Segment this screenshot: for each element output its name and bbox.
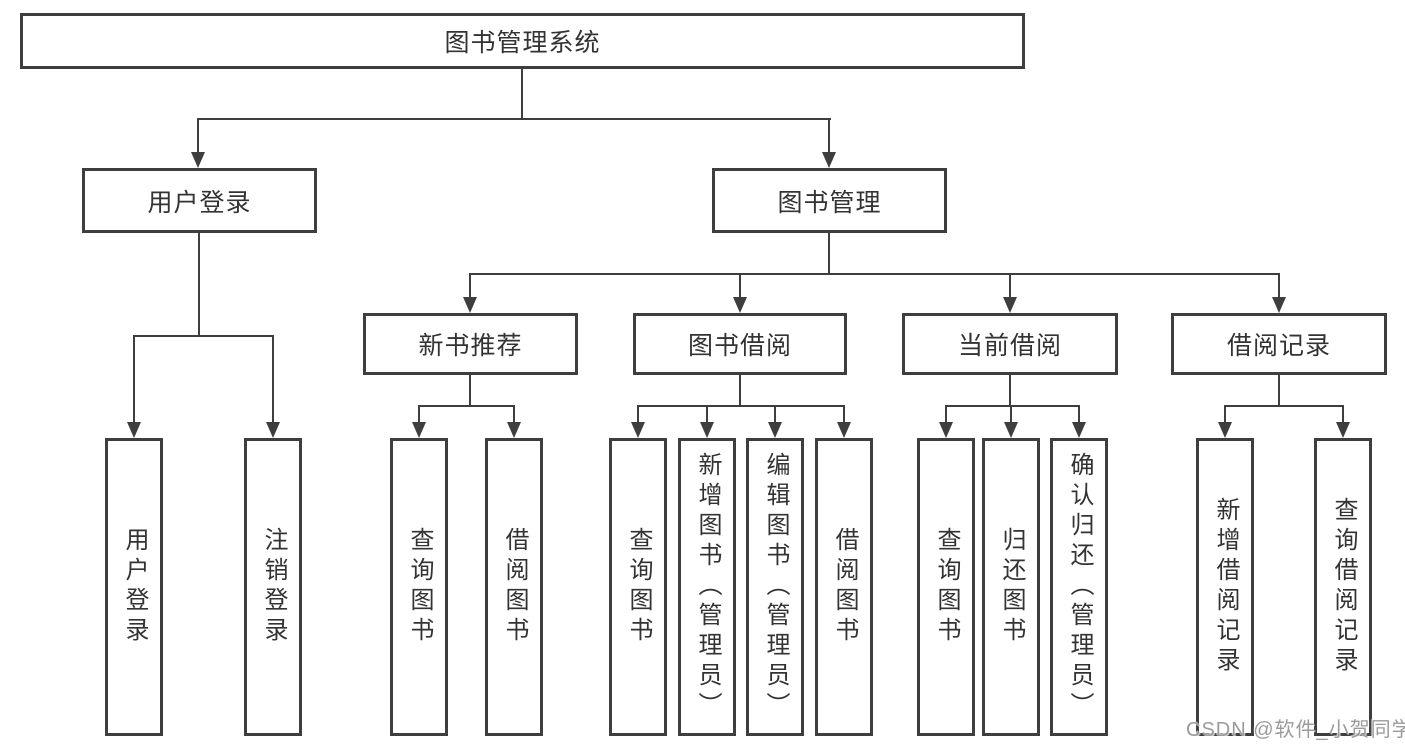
node-book-borrow-label: 图书借阅 <box>687 332 792 360</box>
leaf-query-books-borrow-label: 查询图书 <box>625 527 652 647</box>
edge-line <box>469 375 471 407</box>
leaf-query-books-recommend: 查询图书 <box>390 438 448 736</box>
node-current-borrow-label: 当前借阅 <box>957 332 1062 360</box>
arrow-down-icon <box>127 422 141 438</box>
leaf-borrow-books: 借阅图书 <box>815 438 873 736</box>
leaf-borrow-books-recommend: 借阅图书 <box>485 438 543 736</box>
edge-line <box>197 118 831 120</box>
leaf-query-borrow-record-label: 查询借阅记录 <box>1330 497 1357 677</box>
edge-line <box>133 335 274 337</box>
node-root: 图书管理系统 <box>20 13 1025 69</box>
arrow-down-icon <box>1003 297 1017 313</box>
edge-line <box>1009 273 1011 298</box>
edge-line <box>197 118 199 153</box>
edge-line <box>1224 405 1226 423</box>
edge-line <box>133 335 135 423</box>
edge-line <box>1278 273 1280 298</box>
arrow-down-icon <box>1336 422 1350 438</box>
leaf-query-borrow-record: 查询借阅记录 <box>1314 438 1372 736</box>
arrow-down-icon <box>1072 422 1086 438</box>
arrow-down-icon <box>631 422 645 438</box>
arrow-down-icon <box>507 422 521 438</box>
edge-line <box>637 405 639 423</box>
node-root-label: 图书管理系统 <box>444 29 601 57</box>
edge-line <box>1224 405 1344 407</box>
edge-line <box>513 405 515 423</box>
arrow-down-icon <box>266 422 280 438</box>
edge-line <box>706 405 708 423</box>
arrow-down-icon <box>822 152 836 168</box>
leaf-return-book-label: 归还图书 <box>998 527 1025 647</box>
edge-line <box>469 273 471 298</box>
leaf-query-books-recommend-label: 查询图书 <box>406 527 433 647</box>
edge-line <box>1009 375 1011 407</box>
edge-line <box>739 273 741 298</box>
leaf-confirm-return-admin-label: 确认归还（管理员） <box>1066 452 1093 722</box>
edge-line <box>637 405 845 407</box>
arrow-down-icon <box>412 422 426 438</box>
leaf-user-login-label: 用户登录 <box>121 527 148 647</box>
arrow-down-icon <box>1218 422 1232 438</box>
leaf-user-login: 用户登录 <box>105 438 163 736</box>
edge-line <box>1078 405 1080 423</box>
arrow-down-icon <box>837 422 851 438</box>
edge-line <box>1278 375 1280 407</box>
leaf-query-books-current-label: 查询图书 <box>933 527 960 647</box>
edge-line <box>945 405 1080 407</box>
edge-line <box>469 273 1280 275</box>
node-borrow-records: 借阅记录 <box>1171 313 1387 375</box>
edge-line <box>418 405 515 407</box>
leaf-add-borrow-record: 新增借阅记录 <box>1196 438 1254 736</box>
node-user-login-label: 用户登录 <box>147 188 252 217</box>
edge-line <box>272 335 274 423</box>
leaf-query-books-borrow: 查询图书 <box>609 438 667 736</box>
edge-line <box>828 118 830 153</box>
leaf-borrow-books-recommend-label: 借阅图书 <box>501 527 528 647</box>
edge-line <box>418 405 420 423</box>
watermark: CSDN @软件_小贺同学 <box>1186 719 1405 741</box>
edge-line <box>1010 405 1012 423</box>
edge-line <box>198 233 200 337</box>
edge-line <box>1342 405 1344 423</box>
arrow-down-icon <box>700 422 714 438</box>
arrow-down-icon <box>768 422 782 438</box>
edge-line <box>828 233 830 275</box>
edge-line <box>945 405 947 423</box>
node-book-management-label: 图书管理 <box>777 188 882 217</box>
edge-line <box>739 375 741 407</box>
arrow-down-icon <box>1004 422 1018 438</box>
node-book-management: 图书管理 <box>712 168 947 233</box>
leaf-edit-book-admin: 编辑图书（管理员） <box>746 438 804 736</box>
leaf-confirm-return-admin: 确认归还（管理员） <box>1050 438 1108 736</box>
arrow-down-icon <box>191 152 205 168</box>
edge-line <box>774 405 776 423</box>
leaf-borrow-books-label: 借阅图书 <box>831 527 858 647</box>
arrow-down-icon <box>463 297 477 313</box>
leaf-edit-book-admin-label: 编辑图书（管理员） <box>762 452 789 722</box>
leaf-logout: 注销登录 <box>244 438 302 736</box>
arrow-down-icon <box>733 297 747 313</box>
leaf-add-book-admin: 新增图书（管理员） <box>678 438 736 736</box>
edge-line <box>843 405 845 423</box>
leaf-query-books-current: 查询图书 <box>917 438 975 736</box>
node-current-borrow: 当前借阅 <box>902 313 1118 375</box>
arrow-down-icon <box>939 422 953 438</box>
leaf-return-book: 归还图书 <box>982 438 1040 736</box>
node-user-login: 用户登录 <box>82 168 317 233</box>
leaf-add-book-admin-label: 新增图书（管理员） <box>694 452 721 722</box>
node-book-borrow: 图书借阅 <box>633 313 847 375</box>
node-new-book-recommend: 新书推荐 <box>363 313 578 375</box>
arrow-down-icon <box>1272 297 1286 313</box>
leaf-add-borrow-record-label: 新增借阅记录 <box>1212 497 1239 677</box>
node-borrow-records-label: 借阅记录 <box>1226 332 1331 360</box>
node-new-book-recommend-label: 新书推荐 <box>418 332 523 360</box>
edge-line <box>521 69 523 120</box>
leaf-logout-label: 注销登录 <box>260 527 287 647</box>
